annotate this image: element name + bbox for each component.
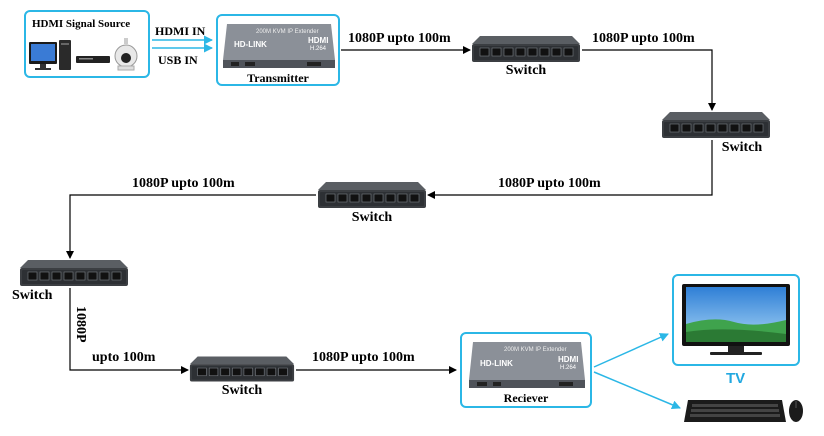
switch-5-label: Switch (221, 383, 263, 398)
keyboard-mouse-icon (684, 400, 803, 422)
transmitter-box: 200M KVM IP Extender HD-LINK HDMI H.264 … (216, 14, 340, 86)
transmitter-model: 200M KVM IP Extender (256, 29, 319, 35)
kbd-out-line (593, 371, 681, 410)
link-3-label: 1080P upto 100m (498, 176, 601, 191)
switch-3-icon (317, 181, 427, 209)
link-4-line (66, 194, 316, 259)
tv-monitor-icon (682, 284, 790, 355)
link-5-label: upto 100m (92, 350, 156, 365)
transmitter-codec: H.264 (310, 46, 327, 52)
signal-source-title: HDMI Signal Source (32, 18, 131, 30)
switch-4-label: Switch (12, 288, 53, 303)
receiver-device-icon (469, 342, 585, 388)
switch-1-label: Switch (505, 63, 547, 78)
receiver-box: 200M KVM IP Extender HD-LINK HDMI H.264 … (460, 332, 592, 408)
usb-in-label: USB IN (158, 53, 198, 67)
switch-2-label: Switch (721, 140, 763, 155)
switch-5-icon (189, 356, 295, 382)
transmitter-brand: HD-LINK (234, 40, 267, 49)
tv-out-line (593, 333, 669, 368)
transmitter-label: Transmitter (247, 71, 309, 85)
link-1-label: 1080P upto 100m (348, 31, 451, 46)
receiver-codec: H.264 (560, 365, 577, 371)
link-5-line (69, 288, 189, 374)
tv-label: TV (726, 370, 746, 387)
transmitter-device-icon (223, 24, 335, 68)
transmitter-logo: HDMI (308, 36, 329, 45)
link-3-line (427, 140, 713, 199)
switch-3-label: Switch (351, 210, 393, 225)
signal-source-box: HDMI Signal Source (24, 10, 150, 78)
switch-1-icon (471, 35, 581, 63)
receiver-label: Reciever (503, 391, 549, 405)
source-devices-icon (29, 38, 138, 71)
receiver-model: 200M KVM IP Extender (504, 347, 567, 353)
link-5-vertical-label: 1080P (73, 306, 88, 343)
hdmi-in-label: HDMI IN (155, 24, 206, 38)
switch-4-icon (19, 259, 129, 287)
link-6-label: 1080P upto 100m (312, 350, 415, 365)
tv-box (672, 274, 800, 366)
link-4-label: 1080P upto 100m (132, 176, 235, 191)
switch-2-icon (661, 111, 771, 139)
receiver-brand: HD-LINK (480, 359, 513, 368)
link-2-label: 1080P upto 100m (592, 31, 695, 46)
link-2-line (582, 49, 716, 111)
receiver-logo: HDMI (558, 355, 579, 364)
